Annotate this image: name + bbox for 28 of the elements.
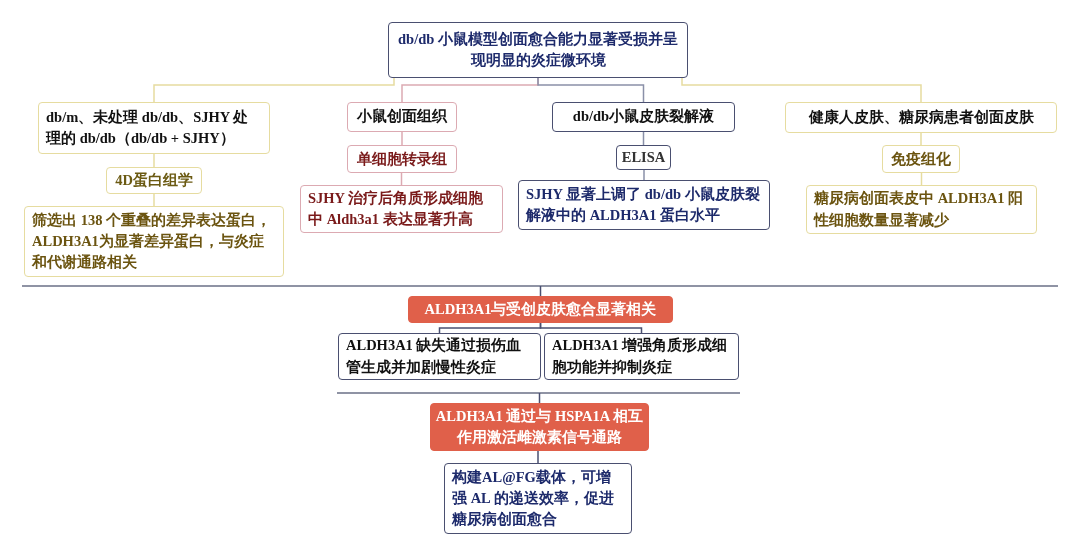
connector-line xyxy=(537,450,539,464)
result-box: 糖尿病创面表皮中 ALDH3A1 阳性细胞数量显著减少 xyxy=(806,185,1037,234)
result-box: SJHY 治疗后角质形成细胞中 Aldh3a1 表达显著升高 xyxy=(300,185,503,233)
group-box: 小鼠创面组织 xyxy=(347,102,457,132)
conclusion-box: ALDH3A1 通过与 HSPA1A 相互作用激活雌激素信号通路 xyxy=(430,403,649,451)
method-box: 4D蛋白组学 xyxy=(106,167,202,194)
connector-line xyxy=(539,322,643,334)
finding-box: ALDH3A1 缺失通过损伤血管生成并加剧慢性炎症 xyxy=(338,333,541,380)
connector-line xyxy=(153,153,155,168)
group-box: db/db小鼠皮肤裂解液 xyxy=(552,102,735,132)
connector-line xyxy=(643,169,645,181)
method-box: 单细胞转录组 xyxy=(347,145,457,173)
conclusion-box: ALDH3A1与受创皮肤愈合显著相关 xyxy=(408,296,673,323)
connector-line xyxy=(153,77,395,103)
method-box: 免疫组化 xyxy=(882,145,960,173)
connector-line xyxy=(537,77,645,103)
connector-line xyxy=(401,131,403,146)
result-box: 筛选出 138 个重叠的差异表达蛋白，ALDH3A1为显著差异蛋白，与炎症和代谢通路相关 xyxy=(24,206,284,277)
group-box: 健康人皮肤、糖尿病患者创面皮肤 xyxy=(785,102,1057,133)
result-box: SJHY 显著上调了 db/db 小鼠皮肤裂解液中的 ALDH3A1 蛋白水平 xyxy=(518,180,770,230)
connector-line xyxy=(681,77,922,103)
title-box: db/db 小鼠模型创面愈合能力显著受损并呈现明显的炎症微环境 xyxy=(388,22,688,78)
finding-box: ALDH3A1 增强角质形成细胞功能并抑制炎症 xyxy=(544,333,739,380)
connector-line xyxy=(920,132,922,146)
group-box: db/m、未处理 db/db、SJHY 处理的 db/db（db/db + SJHY） xyxy=(38,102,270,154)
method-box: ELISA xyxy=(616,145,671,170)
finding-box: 构建AL@FG载体，可增强 AL 的递送效率，促进糖尿病创面愈合 xyxy=(444,463,632,534)
connector-line xyxy=(153,193,155,207)
